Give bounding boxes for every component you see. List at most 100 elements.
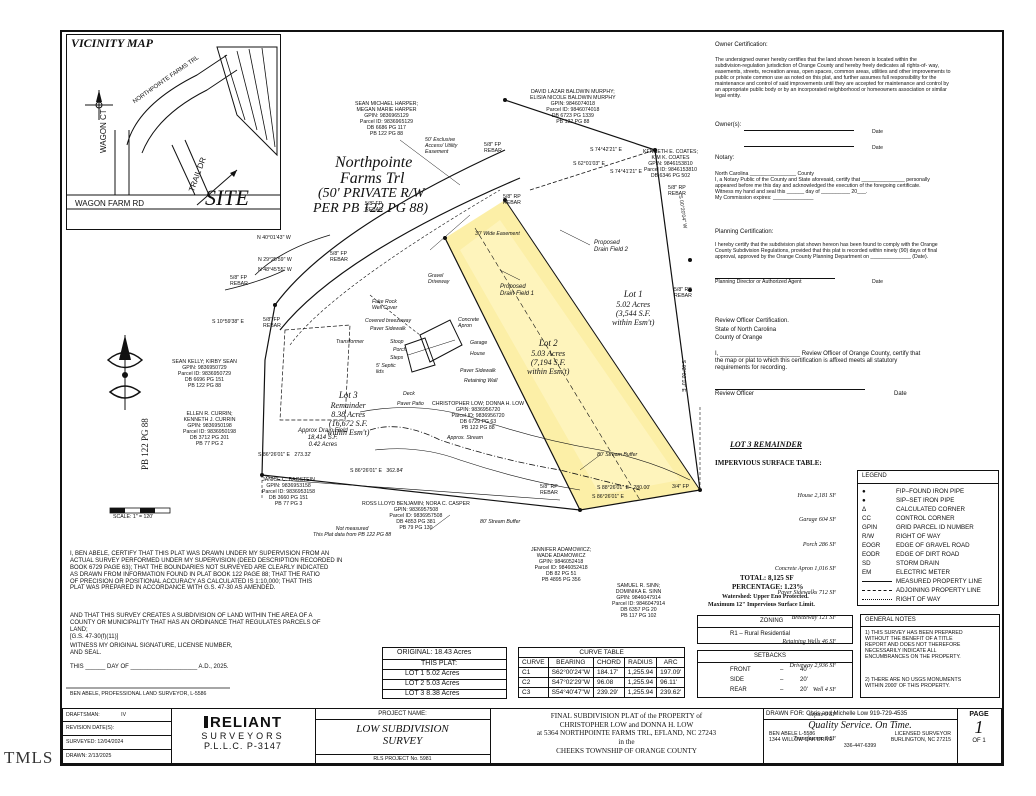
label-pb-note: PB 122 PG 88 (140, 418, 150, 470)
planning-date: Date (872, 279, 883, 285)
label-30ft-easement: 30' Wide Easement (475, 231, 520, 237)
logo-pllc: P.L.L.C. P-3147 (204, 741, 282, 751)
acreage-this-plat: THIS PLAT: (421, 660, 458, 667)
label-approx-stream: Approx. Stream (447, 435, 484, 441)
acreage-original: ORIGINAL: 18.43 Acres (397, 649, 472, 656)
review-date: Date (894, 391, 907, 397)
setbacks-rows: FRONT–40' SIDE–20' REAR–20' (730, 665, 808, 695)
general-note-2: 2) THERE ARE NO USGS MONUMENTS WITHIN 20… (865, 677, 962, 689)
page-total: 1 (982, 738, 986, 744)
curve-table-title: CURVE TABLE (517, 647, 686, 658)
bearing-12: S 02°02'10" E (680, 360, 686, 393)
label-approx-drain: Approx Drain Field 18,414 S.F. 0.42 Acre… (298, 428, 348, 448)
impervious-row: Septic 9 SF (808, 711, 836, 718)
review-body: I, ________________________ Review Offic… (715, 351, 921, 371)
address-2: BURLINGTON, NC 27215 (890, 737, 951, 743)
pin-label-4: 5/8" RP REBAR (503, 194, 521, 206)
impervious-row: Retaining Walls 46 SF (782, 638, 836, 645)
final-title: FINAL SUBDIVISION PLAT of the PROPERTY o… (490, 709, 764, 763)
bearing-7: S 10°59'38" E (212, 319, 245, 325)
logo-text: RELIANT (210, 714, 282, 731)
pin-label-5: 5/8" RP REBAR (668, 185, 686, 197)
label-paver-patio: Paver Patio (397, 401, 424, 407)
label-concrete-apron: Concrete Apron (458, 317, 480, 329)
vicinity-title: VICINITY MAP (71, 36, 153, 50)
impervious-subtitle: IMPERVIOUS SURFACE TABLE: (715, 459, 822, 467)
sheet-border (60, 30, 1004, 766)
bearing-11: S 86°26'01" E (592, 494, 625, 500)
impervious-row: House 2,181 SF (797, 493, 837, 500)
owner-murphy: DAVID LAZAR BALDWIN MURPHY;ELISIA NICOLE… (530, 88, 616, 125)
draftsman-value: IV (121, 712, 127, 718)
zoning-box: ZONING R1 – Rural Residential (697, 615, 853, 644)
planning-body: I hereby certify that the subdivision pl… (715, 242, 938, 260)
impervious-row: Concrete Apron 1,016 SF (774, 566, 836, 573)
surveyed-label: SURVEYED: (66, 739, 96, 745)
curve-header: BEARING (547, 657, 594, 668)
acreage-row-1: LOT 1 5.02 Acres (405, 670, 460, 677)
pin-label-2: 5/8" FP REBAR (365, 201, 383, 213)
acreage-table: ORIGINAL: 18.43 Acres THIS PLAT: LOT 1 5… (382, 647, 507, 699)
acreage-row-3: LOT 3 8.38 Acres (405, 690, 460, 697)
title-block: DRAFTSMAN: IV REVISION DATE(S): SURVEYED… (62, 708, 1002, 764)
drawn-value: 2/13/2025 (88, 753, 112, 759)
label-garage: Garage (470, 340, 488, 346)
review-sign-line (715, 389, 865, 390)
label-house: House (470, 351, 485, 357)
label-transformer: Transformer (336, 339, 364, 345)
pin-label-3: 5/8" FP REBAR (330, 251, 348, 263)
surveyor-certification-2: AND THAT THIS SURVEY CREATES A SUBDIVISI… (70, 613, 321, 640)
owner-sign-line-2 (744, 146, 854, 147)
planning-sign: Planning Director or Authorized Agent (715, 279, 802, 285)
review-state: State of North Carolina (715, 327, 777, 333)
impervious-row: Garage 604 SF (799, 517, 836, 524)
review-title: Review Officer Certification. (715, 318, 789, 324)
bearing-6: N 48°45'55" W (258, 267, 292, 273)
impervious-row: Well 4 SF (812, 687, 836, 694)
curve-header: RADIUS (623, 657, 658, 668)
notary-title: Notary: (715, 155, 735, 161)
legend-title: LEGEND (862, 473, 887, 479)
label-proposed-field1: Proposed Drain Field 1 (500, 284, 535, 297)
drawn-label: DRAWN: (66, 753, 87, 759)
vicinity-road-4: WAGON FARM RD (75, 199, 145, 208)
surveyor-signer: BEN ABELE, PROFESSIONAL LAND SURVEYOR, L… (70, 691, 207, 697)
label-paver-sidewalk: Paver Sidewalk (370, 326, 406, 332)
project-block: PROJECT NAME: LOW SUBDIVISION SURVEY RLS… (315, 709, 491, 763)
impervious-row: Paver Sidewalks 712 SF (777, 590, 837, 597)
road-label-3: (50' PRIVATE R/W (318, 186, 425, 201)
notary-body: North Carolina ________________ County I… (715, 171, 930, 201)
pin-label-1: 5/8" FP REBAR (484, 142, 502, 154)
curve-header: ARC (656, 657, 686, 668)
of-label: OF (972, 738, 981, 744)
vicinity-map: VICINITY MAP NORTHPOINTE FARMS TRL WAGON… (66, 34, 281, 230)
watermark: TMLS (4, 748, 54, 767)
label-septic-lids: 5' Septic lids (376, 363, 396, 375)
curve-table: CURVE TABLE CURVE BEARING CHORD RADIUS A… (517, 647, 686, 698)
label-scale: SCALE: 1" = 120' (113, 514, 154, 520)
surveyor-name: BEN ABELE L-5586 (769, 731, 816, 737)
pin-label-8: 5/8" FP REBAR (263, 317, 281, 329)
surveyed-value: 12/04/2024 (97, 739, 124, 745)
legend-item: ●FIP–FOUND IRON PIPE (862, 488, 965, 495)
road-label-2: Farms Trl (340, 170, 405, 187)
setbacks-box: SETBACKS FRONT–40' SIDE–20' REAR–20' (697, 650, 853, 698)
bearing-1: S 74°42'21" E (590, 147, 623, 153)
label-covered-breezeway: Covered breezeway (365, 318, 412, 324)
pin-label-10: 3/4" FP (672, 484, 690, 490)
page-block: PAGE 1 OF 1 (957, 709, 1001, 763)
owner-cert-body: The undersigned owner hereby certifies t… (715, 57, 951, 99)
setbacks-title: SETBACKS (754, 653, 787, 659)
pin-label-7: 5/8" FP REBAR (230, 275, 248, 287)
